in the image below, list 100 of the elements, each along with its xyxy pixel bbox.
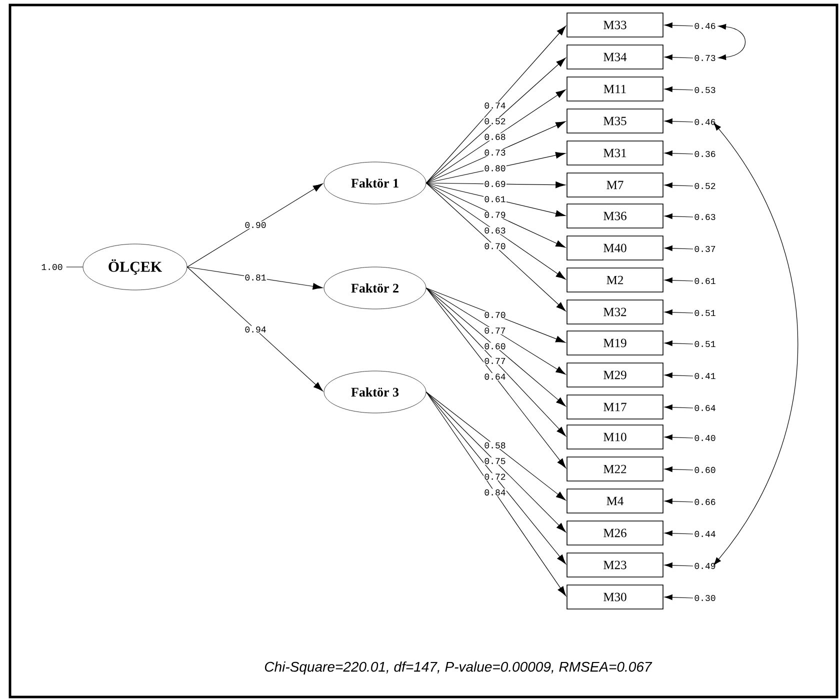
error-variance: 0.40 (694, 434, 716, 442)
error-variance: 0.61 (694, 278, 716, 284)
path-arrow (426, 288, 566, 468)
error-variance: 0.73 (694, 54, 716, 62)
indicator-box: M29 (566, 362, 664, 388)
error-arrow (664, 309, 694, 316)
covariance-arrow (714, 122, 798, 566)
variance-label: 1.00 (42, 264, 62, 270)
error-arrow (664, 150, 694, 156)
path-arrow (426, 392, 566, 596)
edge-label: 0.80 (484, 164, 506, 172)
indicator-box: M7 (566, 172, 664, 198)
connector-line (66, 266, 84, 268)
error-arrow (664, 466, 694, 472)
edge-label: 0.77 (484, 326, 506, 334)
edge-label: 0.70 (484, 242, 506, 250)
error-arrow (664, 182, 694, 188)
error-arrow (664, 86, 694, 92)
error-variance: 0.60 (694, 466, 716, 474)
error-variance: 0.41 (694, 372, 716, 380)
indicator-box: M19 (566, 330, 664, 356)
path-arrow (426, 288, 566, 375)
indicator-box: M17 (566, 394, 664, 420)
path-arrow (426, 90, 566, 184)
indicator-box: M2 (566, 268, 664, 292)
error-variance: 0.52 (694, 182, 716, 190)
error-arrow (664, 213, 694, 220)
error-variance: 0.63 (694, 214, 716, 220)
path-arrow (426, 26, 566, 184)
path-arrow (426, 288, 566, 406)
path-arrow (186, 183, 323, 268)
path-arrow (426, 392, 566, 500)
covariance-arrow (718, 24, 746, 60)
indicator-box: M4 (566, 488, 664, 514)
error-arrow (664, 498, 694, 504)
path-arrow (426, 58, 566, 184)
indicator-box: M36 (566, 204, 664, 228)
error-arrow (664, 434, 694, 440)
indicator-box: M30 (566, 584, 664, 610)
edge-label: 0.64 (484, 373, 506, 380)
error-variance: 0.53 (694, 86, 716, 94)
indicator-box: M10 (566, 424, 664, 450)
edge-label: 0.70 (484, 311, 506, 319)
error-variance: 0.44 (694, 530, 716, 538)
error-variance: 0.51 (694, 310, 716, 316)
error-variance: 0.66 (694, 498, 716, 506)
path-arrow (186, 266, 324, 392)
edge-label: 0.84 (484, 488, 506, 496)
edge-label: 0.52 (484, 118, 506, 125)
path-arrow (186, 266, 323, 290)
path-arrow (426, 392, 566, 564)
indicator-box: M34 (566, 44, 664, 70)
path-arrow (426, 152, 566, 184)
edge-label: 0.81 (244, 274, 267, 282)
edge-label: 0.77 (484, 357, 506, 365)
path-arrow (426, 182, 566, 248)
edge-label: 0.90 (244, 221, 267, 229)
path-arrow (426, 288, 566, 343)
error-arrow (664, 22, 694, 28)
error-variance: 0.49 (694, 562, 716, 570)
edge-label: 0.58 (484, 442, 506, 450)
indicator-box: M31 (566, 140, 664, 166)
caption: Chi-Square=220.01, df=147, P-value=0.00009, RMSEA=0.067 (264, 661, 652, 675)
error-arrow (664, 118, 694, 124)
indicator-box: M32 (566, 300, 664, 324)
path-arrow (426, 121, 566, 184)
path-arrow (426, 182, 566, 312)
edge-label: 0.72 (484, 473, 506, 480)
path-arrow (426, 288, 566, 436)
edge-label: 0.75 (484, 457, 506, 465)
edge-label: 0.61 (484, 196, 506, 203)
path-arrow (426, 182, 566, 280)
error-arrow (664, 530, 694, 536)
error-arrow (664, 372, 694, 378)
edge-label: 0.74 (484, 102, 506, 110)
edge-label: 0.94 (244, 326, 267, 334)
edge-label: 0.73 (484, 148, 506, 156)
error-variance: 0.30 (694, 594, 716, 602)
indicator-box: M26 (566, 520, 664, 546)
error-arrow (664, 404, 694, 410)
error-variance: 0.37 (694, 246, 716, 252)
indicator-box: M40 (566, 236, 664, 260)
error-arrow (664, 340, 694, 346)
error-variance: 0.51 (694, 340, 716, 348)
path-arrow (426, 182, 566, 217)
error-variance: 0.46 (694, 22, 716, 30)
error-variance: 0.46 (694, 118, 716, 126)
error-arrow (664, 277, 694, 284)
indicator-box: M35 (566, 108, 664, 134)
indicator-box: M11 (566, 76, 664, 102)
edge-label: 0.69 (484, 180, 506, 188)
indicator-box: M23 (566, 552, 664, 578)
error-arrow (664, 562, 694, 568)
indicator-box: M33 (566, 12, 664, 38)
error-arrow (664, 245, 694, 252)
path-arrow (426, 182, 566, 188)
edge-label: 0.68 (484, 133, 506, 141)
path-arrow (426, 392, 566, 532)
error-arrow (664, 54, 694, 60)
indicator-box: M22 (566, 456, 664, 482)
